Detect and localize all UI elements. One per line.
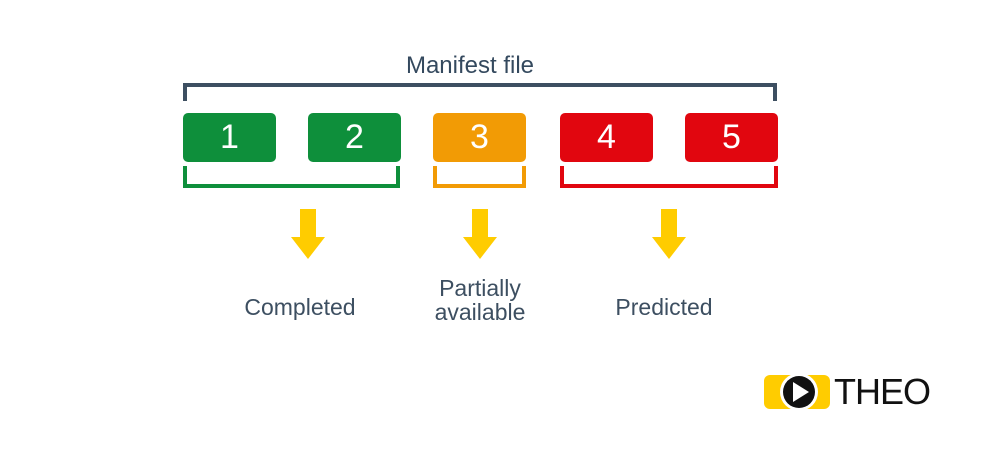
predicted-bracket xyxy=(560,166,778,188)
partial-label: Partially available xyxy=(400,276,560,324)
manifest-bracket xyxy=(183,83,777,101)
predicted-arrow-icon xyxy=(652,209,686,259)
theo-logo: THEO xyxy=(764,371,939,413)
manifest-file-title: Manifest file xyxy=(405,52,535,79)
segment-3: 3 xyxy=(433,113,526,162)
partial-bracket xyxy=(433,166,526,188)
segment-4: 4 xyxy=(560,113,653,162)
logo-wordmark: THEO xyxy=(834,371,931,412)
partial-arrow-icon xyxy=(463,209,497,259)
segment-1: 1 xyxy=(183,113,276,162)
completed-arrow-icon xyxy=(291,209,325,259)
partial-label-line1: Partially xyxy=(439,275,521,301)
predicted-label: Predicted xyxy=(615,294,713,320)
segment-2: 2 xyxy=(308,113,401,162)
completed-label: Completed xyxy=(244,294,356,320)
play-icon xyxy=(764,373,830,411)
partial-label-line2: available xyxy=(434,299,526,325)
segment-5: 5 xyxy=(685,113,778,162)
completed-bracket xyxy=(183,166,400,188)
